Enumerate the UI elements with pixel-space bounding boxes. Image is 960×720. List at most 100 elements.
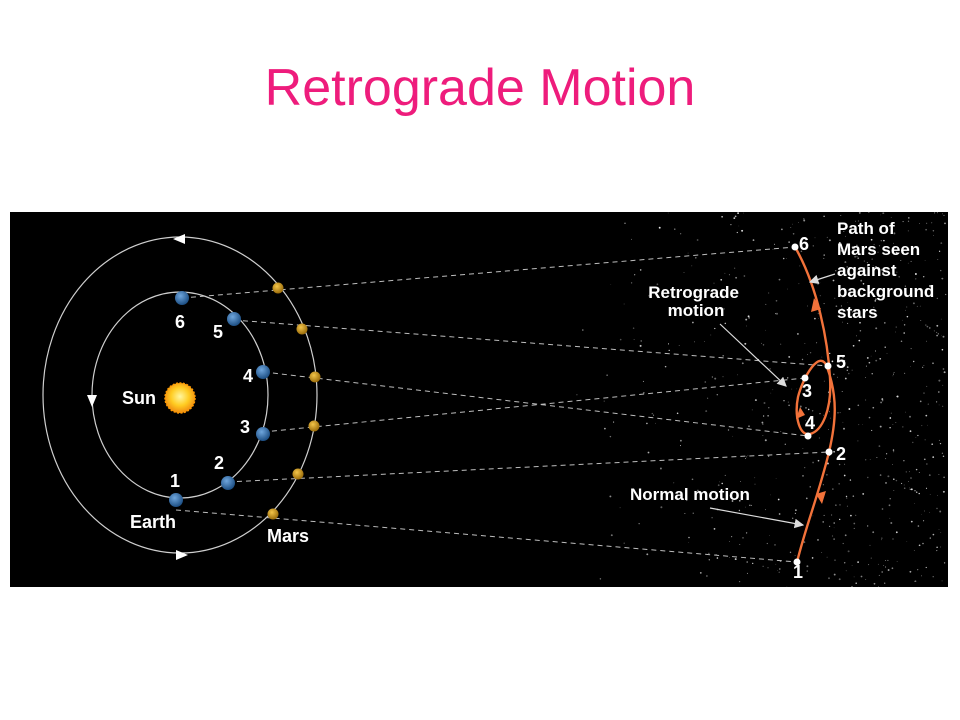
star-dot (845, 252, 846, 253)
star-dot (799, 265, 801, 267)
star-dot (740, 481, 741, 482)
star-dot (823, 414, 825, 416)
star-dot (932, 230, 935, 232)
star-dot (814, 237, 816, 239)
star-dot (938, 473, 940, 475)
star-dot (925, 487, 928, 489)
star-dot (895, 479, 898, 482)
star-dot (673, 286, 675, 288)
star-dot (653, 414, 655, 416)
star-dot (754, 399, 757, 402)
star-dot (830, 401, 832, 403)
star-dot (857, 257, 859, 259)
retrograde-label: Retrograde motion (648, 283, 743, 320)
star-dot (833, 450, 835, 453)
star-dot (717, 484, 720, 487)
earth-planet-icon (175, 291, 189, 305)
star-dot (849, 288, 852, 291)
star-dot (842, 357, 844, 359)
earth-label: Earth (130, 512, 176, 532)
star-dot (880, 401, 883, 404)
star-dot (859, 330, 862, 332)
star-dot (804, 342, 806, 344)
star-dot (770, 494, 771, 496)
star-dot (942, 384, 944, 386)
star-dot (746, 561, 748, 563)
star-dot (780, 343, 782, 345)
star-dot (942, 213, 943, 215)
star-dot (889, 417, 892, 419)
star-dot (772, 389, 774, 391)
sun-icon (164, 382, 196, 414)
star-dot (905, 471, 907, 473)
star-dot (754, 483, 756, 485)
star-dot (887, 559, 889, 561)
sky-number: 3 (802, 381, 812, 401)
star-dot (893, 242, 894, 244)
star-dot (926, 385, 928, 387)
background-stars (576, 212, 947, 587)
star-dot (723, 308, 725, 310)
star-dot (882, 212, 884, 214)
star-dot (642, 391, 645, 394)
earth-number: 2 (214, 453, 224, 473)
star-dot (909, 430, 912, 433)
star-dot (764, 439, 767, 442)
star-dot (913, 550, 915, 551)
star-dot (872, 248, 874, 250)
star-dot (754, 477, 756, 479)
star-dot (768, 292, 770, 294)
star-dot (731, 500, 734, 502)
star-dot (902, 426, 904, 428)
star-dot (885, 453, 888, 455)
star-dot (843, 562, 846, 564)
star-dot (855, 514, 857, 517)
star-dot (841, 308, 843, 311)
star-dot (880, 240, 882, 242)
star-dot (936, 212, 938, 214)
star-dot (660, 506, 663, 509)
star-dot (896, 561, 898, 562)
star-dot (936, 507, 938, 510)
star-dot (831, 360, 834, 363)
star-dot (887, 475, 890, 478)
star-dot (582, 329, 584, 331)
star-dot (914, 273, 917, 275)
star-dot (737, 212, 739, 214)
star-dot (765, 303, 767, 305)
star-dot (876, 314, 878, 316)
star-dot (844, 463, 846, 465)
star-dot (877, 293, 880, 295)
star-dot (729, 557, 730, 558)
star-dot (791, 388, 793, 390)
star-dot (916, 305, 918, 307)
star-dot (716, 393, 719, 396)
star-dot (721, 215, 723, 218)
star-dot (806, 565, 809, 568)
star-dot (900, 260, 902, 261)
star-dot (833, 522, 835, 524)
sky-number: 6 (799, 234, 809, 254)
star-dot (906, 306, 908, 308)
star-dot (733, 217, 736, 219)
star-dot (845, 495, 848, 498)
star-dot (918, 472, 920, 474)
star-dot (851, 565, 853, 567)
star-dot (838, 457, 841, 459)
star-dot (692, 321, 694, 324)
star-dot (909, 570, 912, 573)
star-dot (716, 557, 719, 559)
star-dot (938, 379, 941, 382)
star-dot (745, 532, 748, 534)
star-dot (807, 408, 810, 411)
star-dot (926, 325, 929, 328)
star-dot (774, 544, 776, 546)
star-dot (893, 490, 895, 491)
earth-number: 4 (243, 366, 253, 386)
mars-planet-icon (309, 371, 321, 383)
star-dot (939, 510, 942, 513)
star-dot (821, 552, 823, 553)
star-dot (860, 279, 863, 282)
star-dot (646, 553, 649, 556)
star-dot (867, 525, 869, 527)
